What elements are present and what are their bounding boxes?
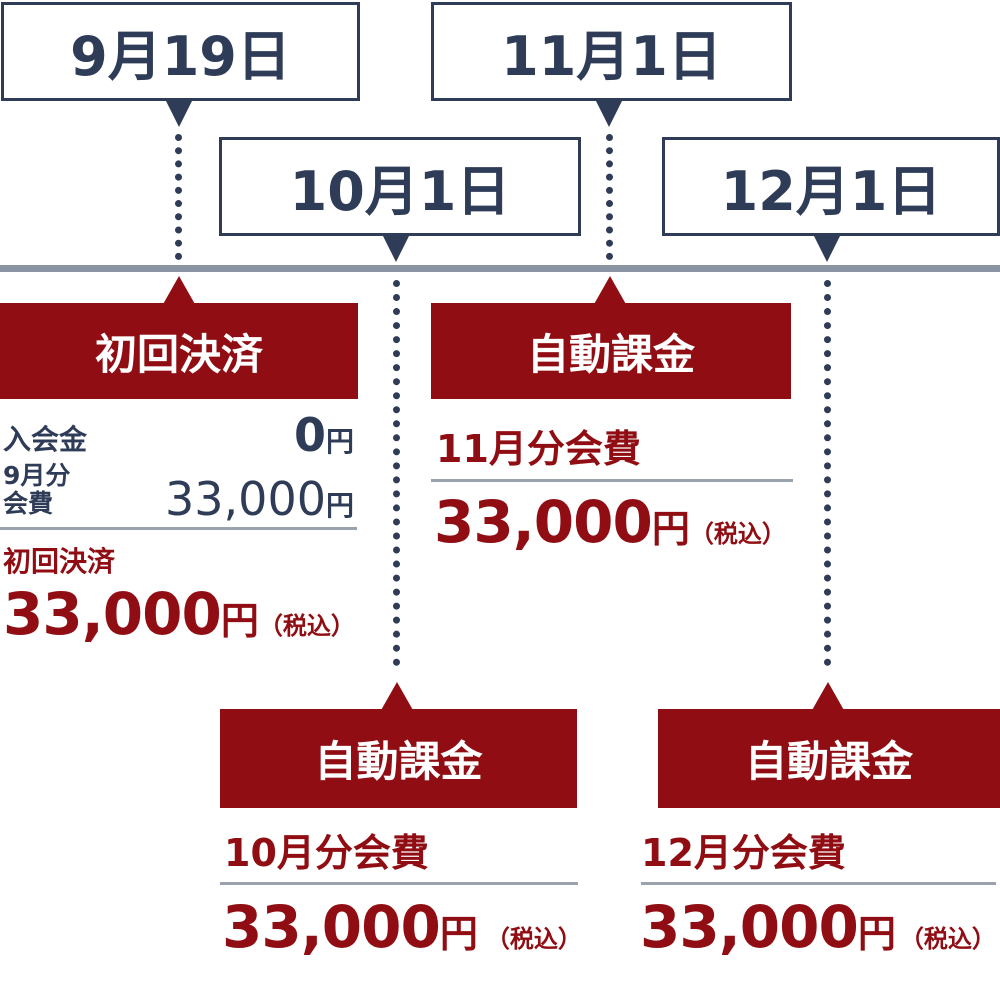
- sep-fee-label-line1: 9月分: [3, 461, 71, 490]
- entry-fee-value: 0円: [250, 408, 354, 462]
- date-nov1: 11月1日: [501, 25, 722, 88]
- date-box-dec1: 12月1日: [662, 137, 1000, 236]
- date-pointer-sep19: [165, 99, 193, 127]
- dec-amount: 33,000円（税込）: [640, 893, 996, 961]
- nov-amount: 33,000円（税込）: [434, 488, 786, 556]
- date-pointer-nov1: [595, 99, 623, 127]
- label-auto-dec: 自動課金: [658, 709, 1000, 808]
- pointer-auto-dec: [811, 682, 845, 712]
- dec-fee-label: 12月分会費: [641, 831, 846, 875]
- dec-amount-value: 33,000: [640, 893, 859, 961]
- oct-amount-tax: （税込）: [485, 925, 582, 953]
- pointer-auto-oct: [380, 682, 414, 712]
- oct-amount-value: 33,000: [222, 893, 441, 961]
- label-first-payment: 初回決済: [0, 303, 358, 399]
- first-divider: [0, 527, 357, 530]
- dec-divider: [641, 882, 996, 885]
- date-pointer-oct1: [382, 234, 410, 262]
- first-total-label: 初回決済: [3, 545, 116, 578]
- dec-amount-yen: 円: [857, 912, 896, 956]
- entry-fee-label: 入会金: [3, 423, 88, 456]
- label-auto-nov-text: 自動課金: [526, 329, 695, 379]
- nov-fee-label: 11月分会費: [436, 427, 641, 471]
- date-box-sep19: 9月19日: [1, 2, 360, 101]
- date-pointer-dec1: [813, 234, 841, 262]
- timeline: [0, 265, 1000, 272]
- pointer-first-payment: [162, 276, 196, 306]
- nov-amount-tax: （税込）: [689, 520, 786, 548]
- date-box-oct1: 10月1日: [219, 137, 581, 236]
- date-oct1: 10月1日: [289, 160, 511, 223]
- connector-sep19: [175, 134, 182, 260]
- sep-fee-label: 9月分 会費: [3, 462, 70, 518]
- label-auto-oct-text: 自動課金: [314, 737, 483, 786]
- date-dec1: 12月1日: [720, 160, 942, 223]
- first-total-tax: （税込）: [258, 612, 355, 640]
- sep-fee-amount: 33,000: [165, 472, 326, 526]
- nov-amount-value: 33,000: [434, 488, 653, 556]
- connector-oct1: [393, 280, 400, 666]
- label-auto-dec-text: 自動課金: [744, 737, 913, 786]
- oct-amount-yen: 円: [439, 912, 478, 956]
- sep-fee-yen: 円: [325, 489, 354, 522]
- connector-nov1-upper: [606, 134, 613, 260]
- label-auto-oct: 自動課金: [220, 709, 577, 808]
- pointer-auto-nov: [593, 276, 627, 306]
- first-total-yen: 円: [220, 599, 259, 643]
- first-total: 33,000円（税込）: [3, 580, 355, 648]
- sep-fee-value: 33,000円: [100, 472, 354, 526]
- date-sep19: 9月19日: [70, 25, 291, 88]
- connector-dec1: [824, 280, 831, 666]
- oct-fee-label: 10月分会費: [224, 831, 429, 875]
- date-box-nov1: 11月1日: [431, 2, 792, 101]
- entry-fee-yen: 円: [325, 425, 354, 458]
- nov-divider: [431, 479, 793, 482]
- oct-divider: [220, 882, 578, 885]
- oct-amount: 33,000円（税込）: [222, 893, 582, 961]
- entry-fee-amount: 0: [293, 408, 326, 462]
- dec-amount-tax: （税込）: [899, 925, 996, 953]
- label-first-payment-text: 初回決済: [94, 329, 263, 379]
- sep-fee-label-line2: 会費: [3, 489, 54, 518]
- first-total-amount: 33,000: [3, 580, 222, 648]
- label-auto-nov: 自動課金: [431, 303, 791, 399]
- nov-amount-yen: 円: [651, 507, 690, 551]
